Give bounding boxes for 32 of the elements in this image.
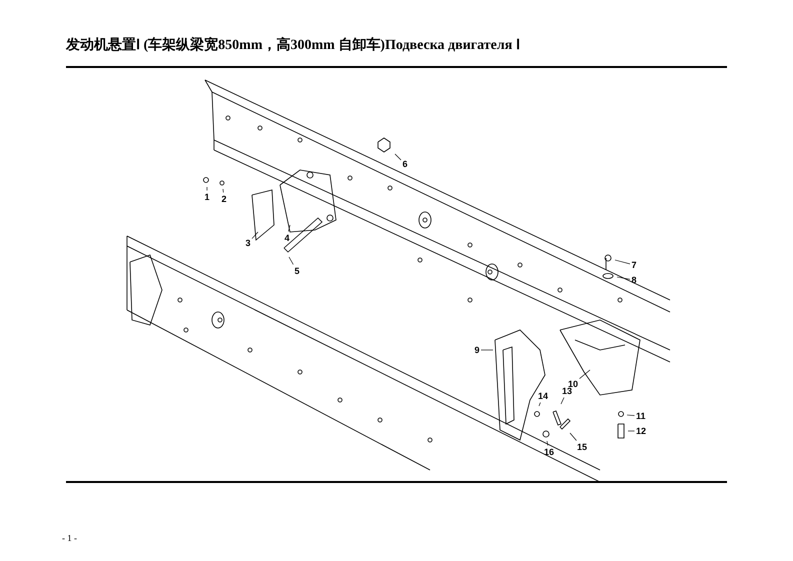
callout-number: 7 (632, 260, 637, 270)
leader-line (626, 414, 635, 416)
leader-line (579, 370, 590, 379)
leader-line (546, 440, 548, 446)
leader-line (616, 276, 630, 280)
leader-line (614, 260, 630, 264)
leader-line (538, 402, 541, 406)
callout-number: 5 (294, 266, 300, 276)
leader-line (288, 224, 290, 232)
callout-number: 10 (568, 379, 578, 389)
leader-line (570, 432, 577, 441)
leader-line (252, 232, 258, 239)
leader-line (288, 256, 294, 265)
leader-line (206, 186, 208, 191)
leader-line (222, 188, 224, 193)
callout-number: 2 (222, 194, 227, 204)
callout-number: 11 (636, 411, 646, 421)
callout-number: 15 (577, 442, 588, 452)
callout-number: 1 (204, 192, 210, 202)
page-title: 发动机悬置Ⅰ (车架纵梁宽850mm，高300mm 自卸车)Подвеска двигателя Ⅰ (66, 36, 520, 54)
callout-number: 4 (284, 233, 290, 243)
callout-number: 13 (562, 386, 572, 396)
callout-number: 6 (402, 159, 408, 169)
callout-number: 9 (474, 345, 480, 355)
leader-line (394, 154, 402, 160)
callout-number: 12 (636, 426, 646, 436)
callout-number: 3 (246, 238, 251, 248)
leader-line (628, 430, 635, 432)
page-number: - 1 - (62, 533, 77, 543)
callout-number: 14 (538, 391, 548, 401)
leader-line (560, 397, 564, 404)
callout-number: 16 (544, 447, 554, 457)
